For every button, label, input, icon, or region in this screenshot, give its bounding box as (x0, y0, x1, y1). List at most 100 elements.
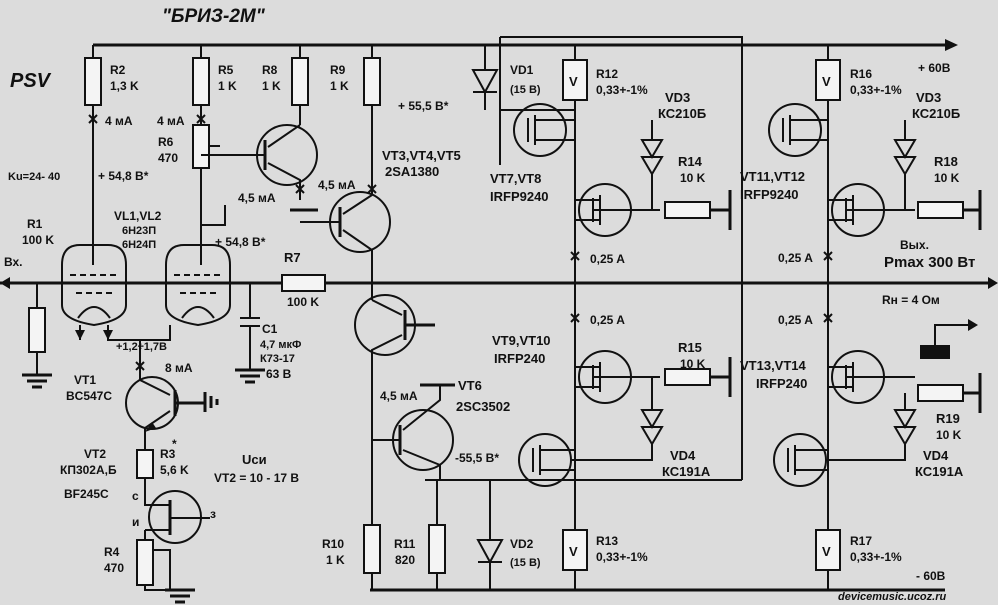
vd1-volt: (15 В) (510, 84, 541, 96)
r16-mark: V (822, 74, 831, 89)
r8-name: R8 (262, 63, 278, 77)
vt3-part: 2SA1380 (385, 164, 439, 179)
vd4a-zener (570, 377, 664, 461)
r18-resistor (917, 190, 982, 230)
r7-name: R7 (284, 250, 301, 265)
vd3b-part: КС210Б (912, 106, 960, 121)
vd3a-name: VD3 (665, 90, 690, 105)
r19-resistor (917, 373, 982, 413)
r11-value: 820 (395, 553, 415, 567)
r2-current: 4 мА (105, 114, 133, 128)
r15-resistor (664, 357, 732, 397)
r7-value: 100 K (287, 295, 319, 309)
vt4-transistor (201, 124, 318, 200)
vt7-part: IRFP9240 (490, 189, 549, 204)
r18-name: R18 (934, 154, 958, 169)
positive-rail-label: + 60В (918, 61, 951, 75)
vd4a-part: КС191А (662, 464, 711, 479)
c1-type: К73-17 (260, 353, 295, 365)
r1-value: 100 K (22, 233, 54, 247)
vd2-name: VD2 (510, 537, 534, 551)
vt14-mosfet (773, 433, 828, 487)
r5-name: R5 (218, 63, 234, 77)
vt11-name: VT11,VT12 (740, 169, 805, 184)
r19-name: R19 (936, 411, 960, 426)
vt13-name: VT13,VT14 (740, 358, 807, 373)
tube-vl2 (165, 244, 231, 327)
r1-name: R1 (27, 217, 43, 231)
vt7-name: VT7,VT8 (490, 171, 541, 186)
vt2-pin-z: з (210, 507, 216, 521)
gain-label: Ku=24- 40 (8, 171, 60, 183)
vt11-part: IRFP9240 (740, 187, 799, 202)
load-label: Rн = 4 Ом (882, 293, 940, 307)
voltage-54-8-b: + 54,8 В* (215, 235, 266, 249)
vt10-mosfet (518, 433, 575, 487)
uci-range: VT2 = 10 - 17 В (214, 471, 299, 485)
r17-resistor (815, 529, 841, 571)
r14-value: 10 K (680, 171, 706, 185)
r11-resistor (428, 480, 446, 590)
output-label: Вых. (900, 238, 929, 252)
vt8-mosfet (575, 183, 660, 237)
vt2-part2: BF245C (64, 487, 109, 501)
r15-value: 10 K (680, 357, 706, 371)
r2-value: 1,3 K (110, 79, 139, 93)
r10-value: 1 K (326, 553, 345, 567)
r14-resistor (664, 190, 732, 230)
vd3b-zener (893, 120, 917, 210)
vt3-current: 4,5 мА (318, 178, 356, 192)
r12-name: R12 (596, 67, 618, 81)
vt1-part: BC547C (66, 389, 112, 403)
vt9-part: IRFP240 (494, 351, 545, 366)
vt5-transistor (354, 294, 435, 530)
vt2-pin-i: и (132, 515, 139, 529)
vt3-name: VT3,VT4,VT5 (382, 148, 461, 163)
voltage-54-8-a: + 54,8 В* (98, 169, 149, 183)
vd3a-part: КС210Б (658, 106, 706, 121)
vd4b-part: КС191А (915, 464, 964, 479)
vd1-name: VD1 (510, 63, 534, 77)
output-terminal (920, 319, 978, 359)
r11-name: R11 (394, 537, 416, 551)
r10-resistor (363, 524, 381, 590)
r2-resistor (84, 45, 102, 250)
negative-rail-label: - 60В (916, 569, 946, 583)
output-bus (0, 277, 998, 289)
r16-resistor (815, 59, 841, 101)
r6-name: R6 (158, 135, 174, 149)
vt2-jfet (144, 490, 210, 544)
vt2-name: VT2 (84, 447, 106, 461)
vd4a-name: VD4 (670, 448, 696, 463)
voltage-55-5-pos: + 55,5 В* (398, 99, 449, 113)
r12-resistor (562, 59, 588, 101)
ground-symbols (22, 208, 455, 604)
r4-resistor (136, 530, 180, 591)
vd4b-zener (826, 393, 917, 461)
r14-name: R14 (678, 154, 703, 169)
q9-current: 0,25 A (590, 313, 625, 327)
r13-value: 0,33+-1% (596, 550, 648, 564)
r7-resistor (230, 274, 372, 292)
r17-value: 0,33+-1% (850, 550, 902, 564)
r8-resistor (291, 45, 309, 125)
vl-name: VL1,VL2 (114, 209, 162, 223)
vt13-part: IRFP240 (756, 376, 807, 391)
tube-vl1 (61, 244, 127, 327)
vt1-current: 8 мА (165, 361, 193, 375)
r9-name: R9 (330, 63, 346, 77)
r17-name: R17 (850, 534, 872, 548)
r5-current: 4 мА (157, 114, 185, 128)
r12-mark: V (569, 74, 578, 89)
r15-name: R15 (678, 340, 702, 355)
r9-value: 1 K (330, 79, 349, 93)
pmax-label: Pmax 300 Вт (884, 254, 975, 271)
r6-value: 470 (158, 151, 178, 165)
vt1-transistor (125, 355, 205, 440)
r9-resistor (363, 45, 381, 195)
r6-resistor (192, 124, 226, 226)
c1-capacitor (240, 283, 260, 370)
r4-value: 470 (104, 561, 124, 575)
